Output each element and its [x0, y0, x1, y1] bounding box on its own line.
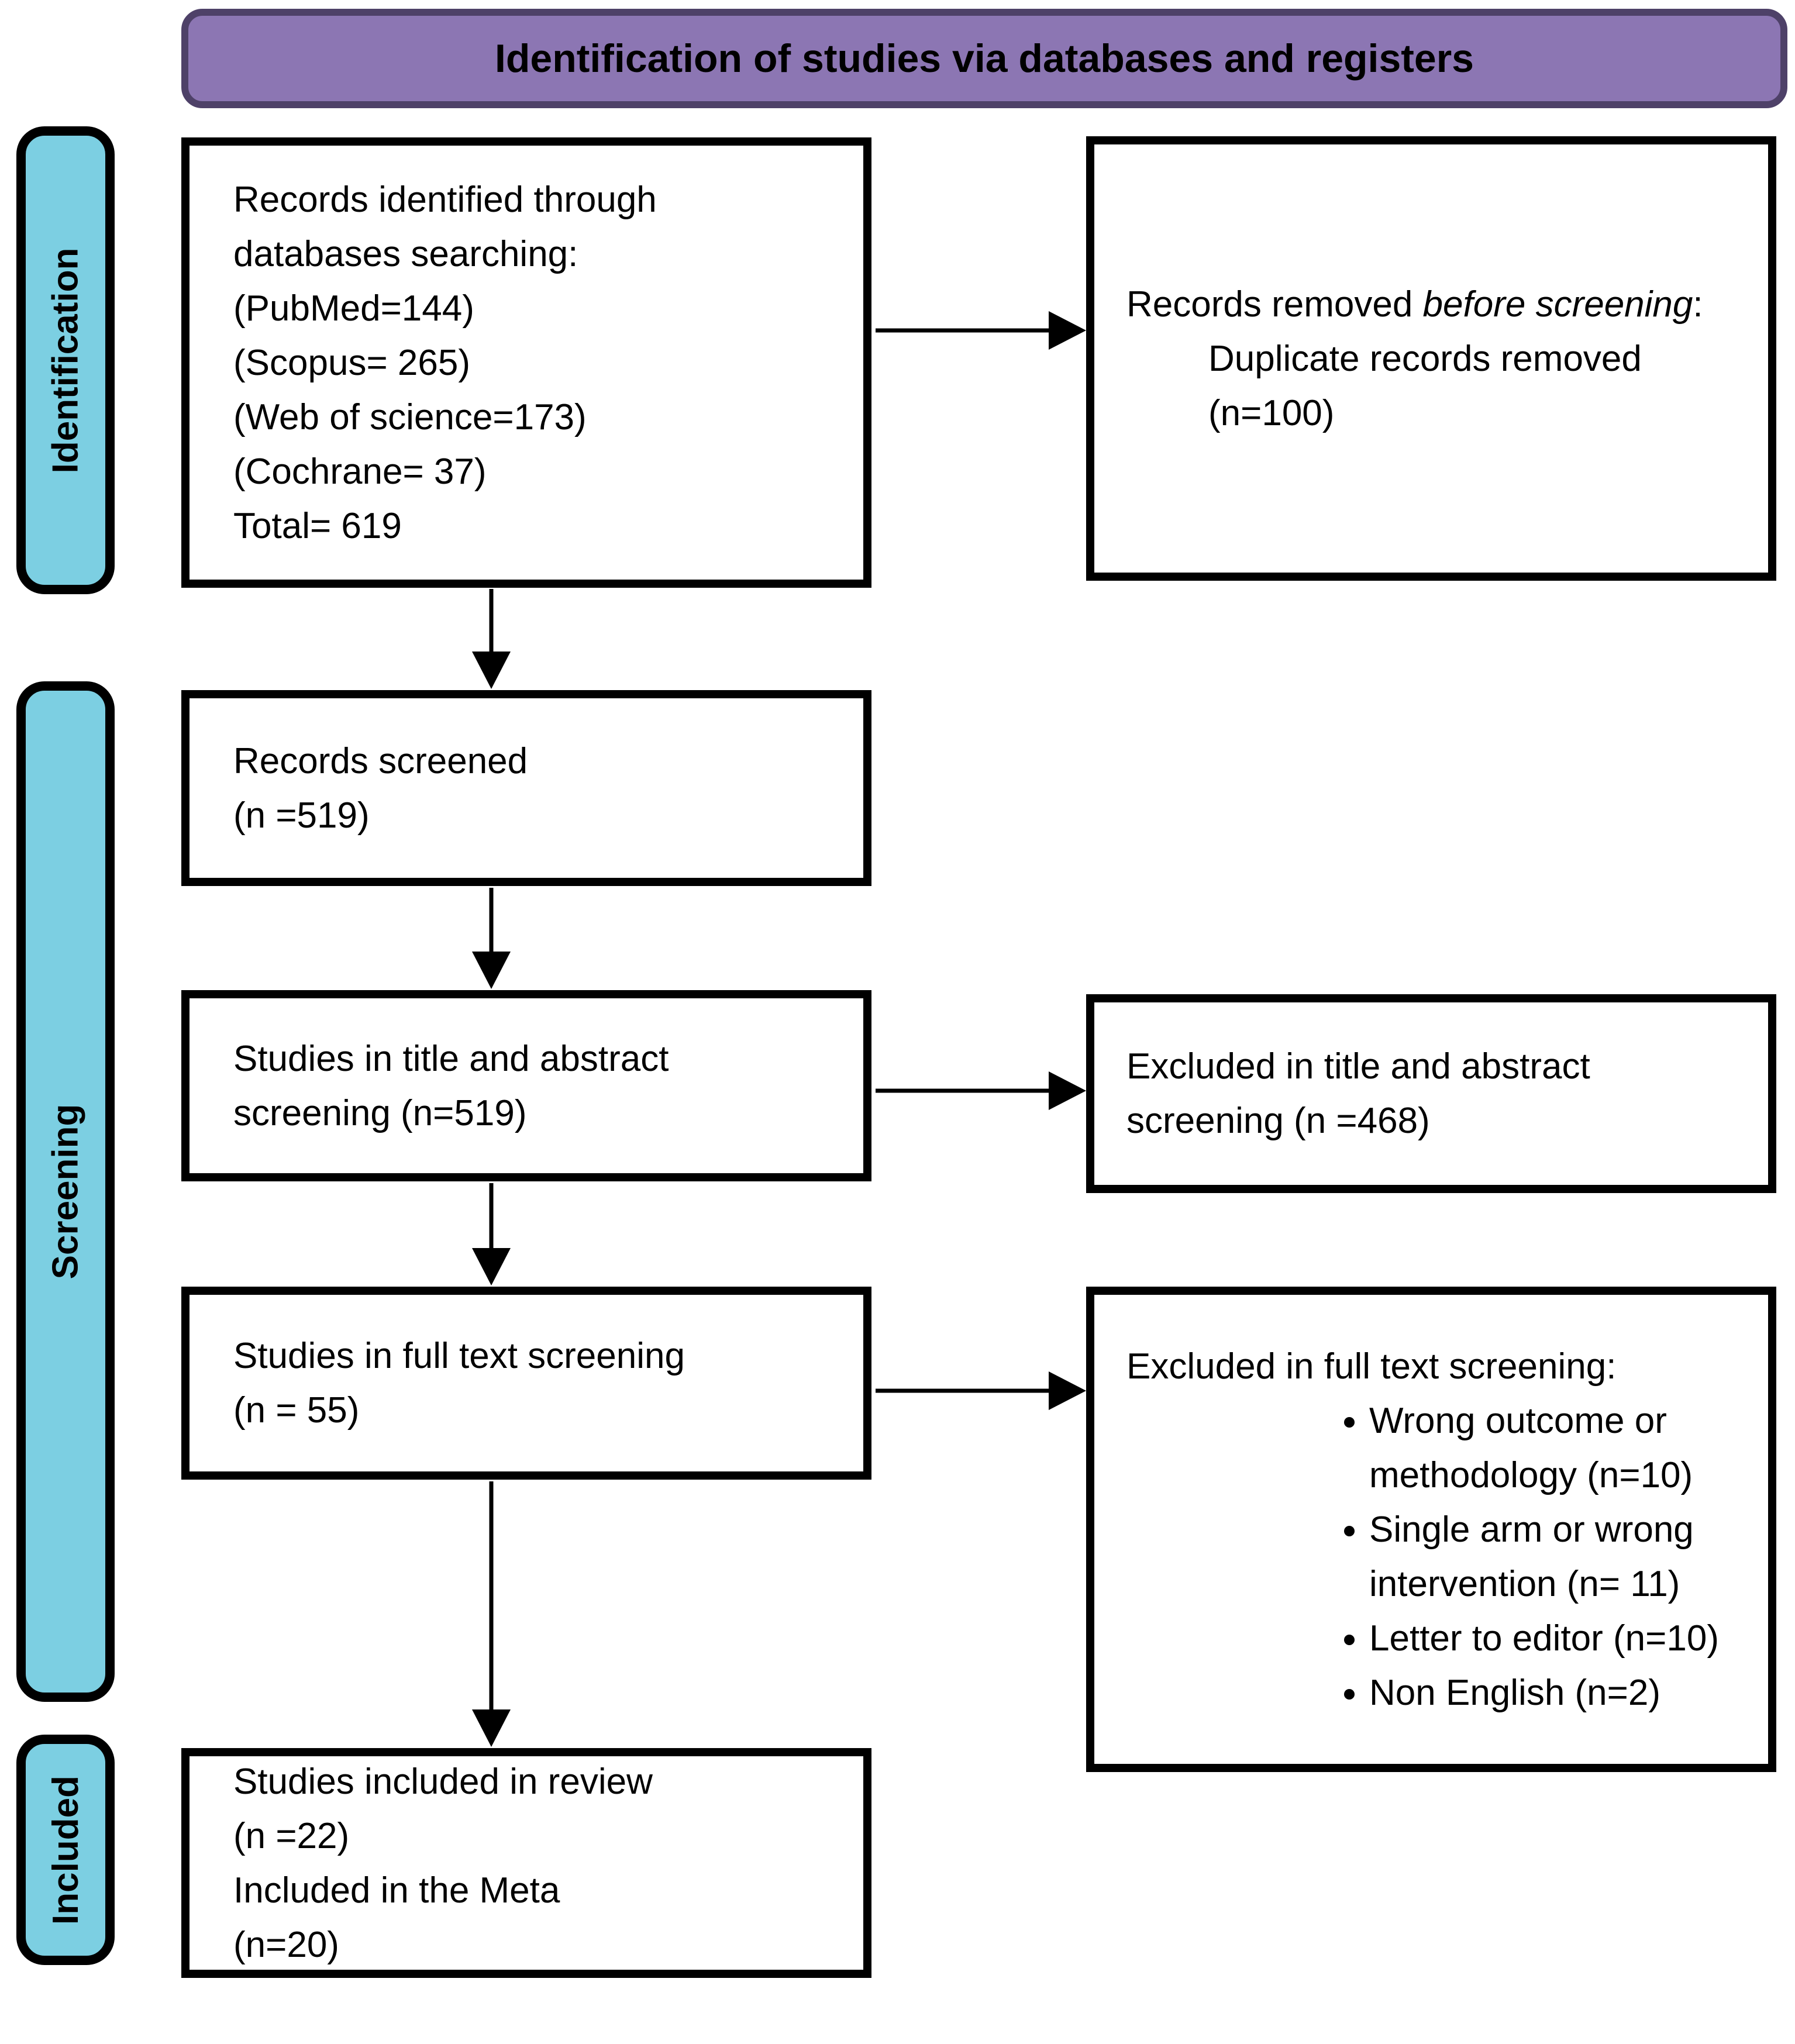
records-identified-line: databases searching: [233, 233, 578, 274]
box-records-identified: Records identified through databases sea… [181, 137, 871, 588]
stage-label-identification-text: Identification [45, 247, 86, 473]
stage-label-screening: Screening [16, 681, 115, 1702]
records-identified-line: (Scopus= 265) [233, 342, 470, 383]
studies-included-line: (n =22) [233, 1815, 350, 1856]
excluded-reason-item: Letter to editor (n=10) [1369, 1611, 1744, 1666]
full-text-line: (n = 55) [233, 1390, 360, 1431]
arrow-identified-to-screened [472, 589, 511, 689]
box-full-text-screening: Studies in full text screening (n = 55) [181, 1287, 871, 1480]
excluded-title-abstract-line: screening (n =468) [1126, 1101, 1430, 1141]
studies-included-line: Included in the Meta [233, 1870, 560, 1911]
excluded-reason-item: Single arm or wrong intervention (n= 11) [1369, 1502, 1744, 1611]
title-abstract-line: Studies in title and abstract [233, 1038, 669, 1079]
arrow-identified-to-removed [876, 311, 1086, 350]
title-abstract-line: screening (n=519) [233, 1092, 527, 1133]
box-excluded-title-abstract: Excluded in title and abstract screening… [1086, 994, 1776, 1193]
box-studies-included: Studies included in review (n =22) Inclu… [181, 1748, 871, 1978]
arrow-full-text-to-excluded [876, 1371, 1086, 1410]
arrow-title-abstract-to-full-text [472, 1183, 511, 1285]
stage-label-included-text: Included [45, 1775, 86, 1925]
records-removed-suffix: : [1693, 284, 1703, 325]
diagram-header-title: Identification of studies via databases … [494, 36, 1474, 81]
records-screened-line: (n =519) [233, 795, 370, 836]
records-identified-line: (Web of science=173) [233, 397, 587, 437]
box-title-abstract-screening: Studies in title and abstract screening … [181, 990, 871, 1181]
arrow-full-text-to-included [472, 1481, 511, 1747]
box-excluded-full-text: Excluded in full text screening: Wrong o… [1086, 1287, 1776, 1772]
excluded-title-abstract-line: Excluded in title and abstract [1126, 1046, 1590, 1087]
excluded-reason-item: Wrong outcome or methodology (n=10) [1369, 1394, 1744, 1502]
box-records-removed: Records removed before screening: Duplic… [1086, 136, 1776, 581]
arrow-title-abstract-to-excluded [876, 1071, 1086, 1110]
arrow-screened-to-title-abstract [472, 888, 511, 989]
records-identified-line: (Cochrane= 37) [233, 451, 487, 492]
records-removed-prefix: Records removed [1126, 284, 1423, 325]
full-text-line: Studies in full text screening [233, 1336, 685, 1376]
records-removed-detail-line: Duplicate records removed [1208, 338, 1642, 379]
records-removed-italic: before screening [1422, 284, 1693, 325]
excluded-full-text-list: Wrong outcome or methodology (n=10) Sing… [1094, 1394, 1768, 1720]
records-identified-line: Records identified through [233, 179, 657, 220]
records-removed-detail-line: (n=100) [1208, 392, 1335, 433]
studies-included-line: Studies included in review [233, 1761, 653, 1802]
excluded-reason-item: Non English (n=2) [1369, 1666, 1744, 1720]
excluded-full-text-title: Excluded in full text screening: [1126, 1346, 1617, 1387]
studies-included-line: (n=20) [233, 1924, 339, 1965]
box-records-screened: Records screened (n =519) [181, 690, 871, 886]
stage-label-identification: Identification [16, 126, 115, 594]
stage-label-included: Included [16, 1735, 115, 1965]
records-removed-title: Records removed before screening: [1094, 277, 1768, 332]
diagram-header: Identification of studies via databases … [181, 9, 1787, 108]
records-identified-line: Total= 619 [233, 505, 402, 546]
records-screened-line: Records screened [233, 740, 528, 781]
stage-label-screening-text: Screening [45, 1104, 86, 1280]
records-identified-line: (PubMed=144) [233, 288, 474, 329]
